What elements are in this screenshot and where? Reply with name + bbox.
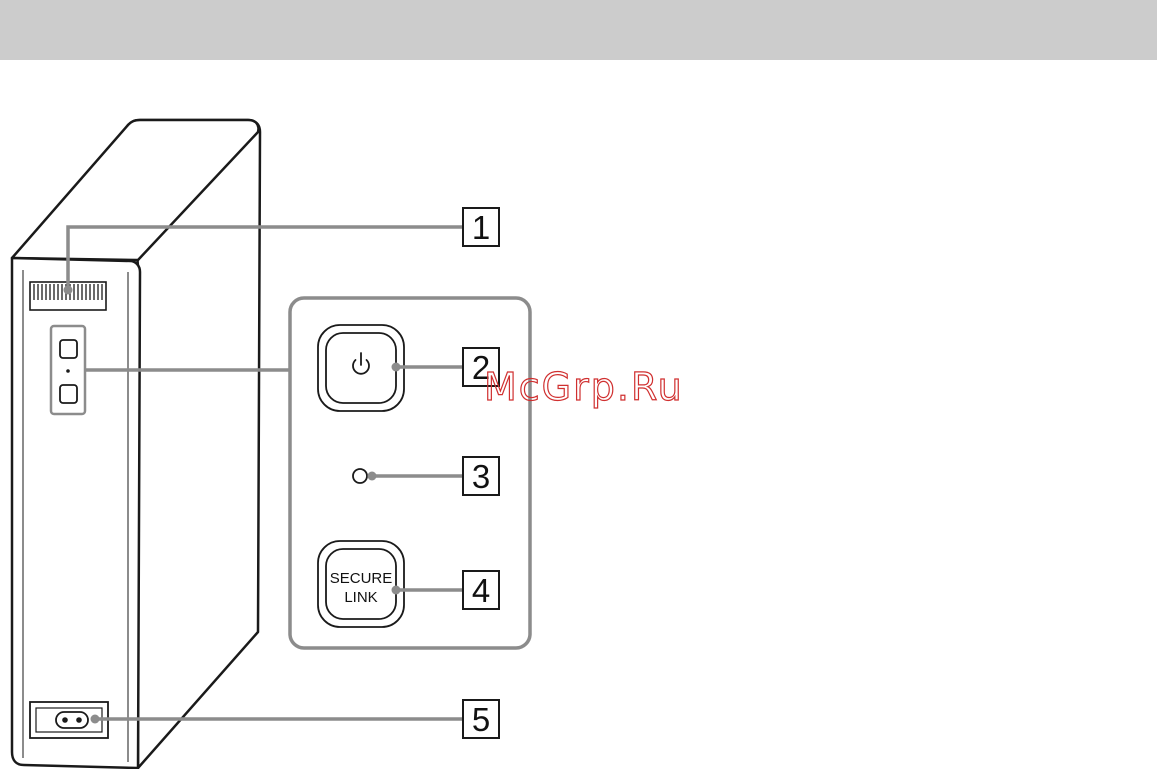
watermark-text: McGrp.Ru bbox=[484, 365, 684, 409]
callout-1: 1 bbox=[463, 208, 499, 246]
callout-3-number: 3 bbox=[472, 458, 490, 495]
secure-link-button[interactable]: SECURE LINK bbox=[318, 541, 404, 627]
led-indicator-icon bbox=[353, 469, 367, 483]
callout-4: 4 bbox=[463, 571, 499, 609]
callout-1-number: 1 bbox=[472, 209, 490, 246]
power-button[interactable] bbox=[318, 325, 404, 411]
secure-link-label-line1: SECURE bbox=[330, 570, 393, 587]
callout-4-number: 4 bbox=[472, 572, 490, 609]
callout-5-number: 5 bbox=[472, 701, 490, 738]
callout-5: 5 bbox=[463, 700, 499, 738]
hard-drive-enclosure bbox=[12, 120, 260, 768]
callout-3: 3 bbox=[463, 457, 499, 495]
secure-link-label-line2: LINK bbox=[344, 589, 377, 606]
front-control-panel bbox=[51, 326, 85, 414]
